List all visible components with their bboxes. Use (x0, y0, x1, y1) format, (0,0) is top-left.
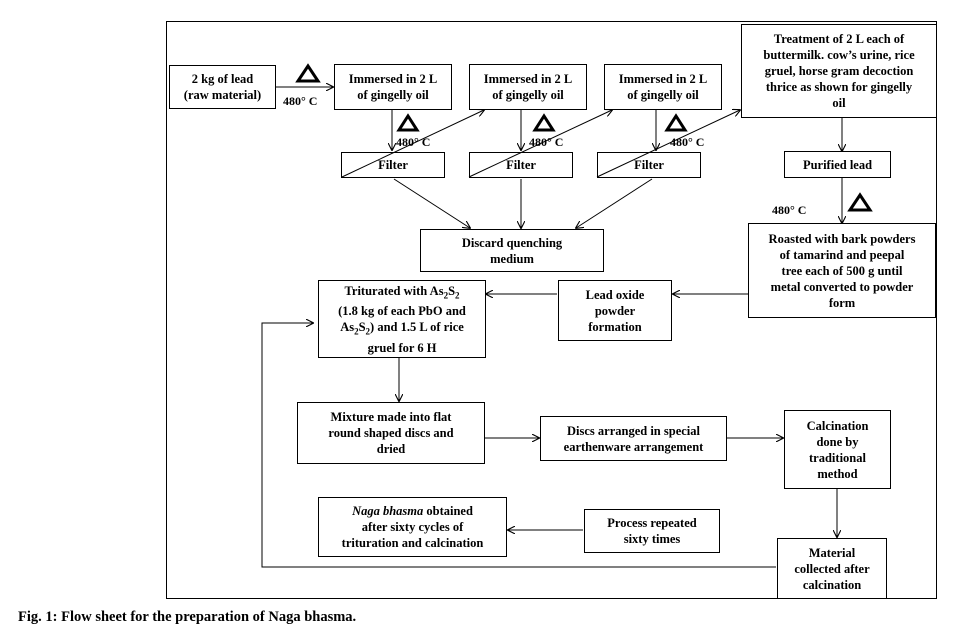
temp-label-3: 480° C (529, 135, 564, 149)
temp-label-1: 480° C (283, 94, 318, 108)
heat-triangle-1 (295, 63, 321, 83)
box-naga-bhasma: Naga bhasma obtained after sixty cycles … (318, 497, 507, 557)
filter2-diagonal (468, 110, 612, 178)
figure-caption: Fig. 1: Flow sheet for the preparation o… (18, 609, 357, 625)
box-filter-2: Filter (469, 152, 573, 178)
arrow-filter1-to-discard (393, 178, 470, 228)
filter1-diagonal (341, 110, 484, 178)
arrow-loop-back (261, 323, 776, 568)
naga-bhasma-italic: Naga bhasma (352, 504, 424, 518)
temp-label-5: 480° C (772, 203, 807, 217)
heat-triangle-2 (396, 113, 420, 132)
filter3-diagonal (596, 110, 740, 178)
arrow-filter3-to-discard (576, 178, 653, 228)
temp-label-2: 480° C (396, 135, 431, 149)
heat-triangle-4 (664, 113, 688, 132)
temp-label-4: 480° C (670, 135, 705, 149)
box-filter-3: Filter (597, 152, 701, 178)
heat-triangle-5 (847, 192, 873, 212)
box-triturated: Triturated with As2S2 (1.8 kg of each Pb… (318, 280, 486, 358)
diagram-frame (166, 21, 937, 599)
box-filter-1: Filter (341, 152, 445, 178)
box-purified-lead: Purified lead (784, 151, 891, 178)
heat-triangle-3 (532, 113, 556, 132)
box-lead: 2 kg of lead(raw material) (169, 65, 276, 109)
